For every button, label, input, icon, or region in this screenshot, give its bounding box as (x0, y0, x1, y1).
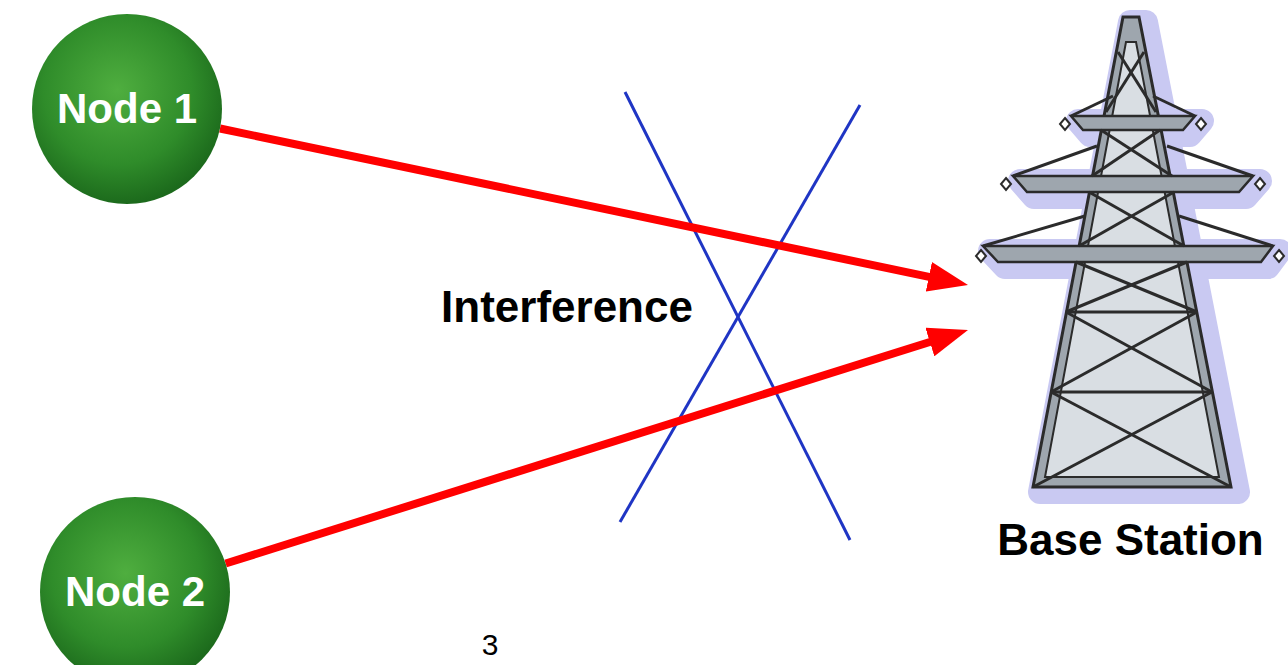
circle-fill (32, 14, 222, 204)
base-station: Base Station (968, 12, 1288, 565)
tower-illustration (973, 12, 1288, 497)
signal-arrow (226, 339, 940, 563)
signal-arrow (220, 128, 939, 278)
interference-label: Interference (437, 282, 697, 332)
circle-fill (40, 497, 230, 665)
node-name: Node 1 (57, 85, 197, 133)
node-name: Node 2 (65, 568, 205, 616)
station-name: Base Station (968, 515, 1288, 565)
node-circle: Node 1 (32, 14, 222, 204)
page-number: 3 (482, 628, 499, 662)
node-circle: Node 2 (40, 497, 230, 665)
